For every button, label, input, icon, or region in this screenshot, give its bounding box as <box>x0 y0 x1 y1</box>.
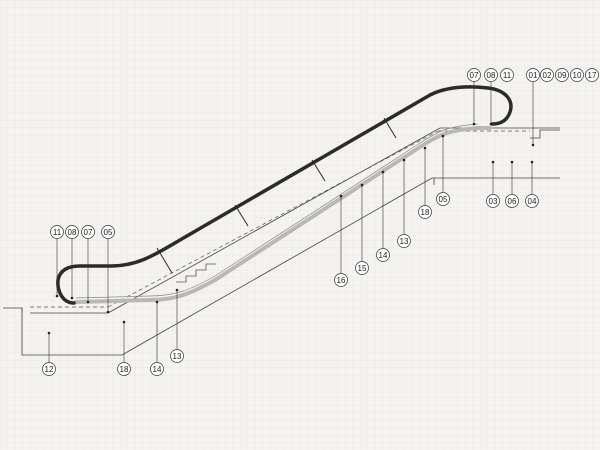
svg-text:17: 17 <box>588 71 597 80</box>
callout-label: 13 <box>397 234 411 248</box>
svg-text:15: 15 <box>358 264 367 273</box>
svg-text:05: 05 <box>104 228 113 237</box>
callout-label: 05 <box>436 192 450 206</box>
callout-label: 08 <box>484 68 498 82</box>
callout-label: 08 <box>65 225 79 239</box>
callout-label: 01 <box>526 68 540 82</box>
svg-text:11: 11 <box>53 228 62 237</box>
callout-label: 06 <box>505 194 519 208</box>
truss-top-line <box>107 127 441 314</box>
callout-label: 07 <box>467 68 481 82</box>
handrail <box>56 85 513 305</box>
callout-label: 14 <box>150 362 164 376</box>
callout-label: 14 <box>376 248 390 262</box>
callout-label: 17 <box>585 68 599 82</box>
svg-text:11: 11 <box>503 71 512 80</box>
callout-label: 11 <box>50 225 64 239</box>
callout-labels: 07 08 11 01 02 09 10 17 11 08 07 05 16 1… <box>42 68 599 376</box>
svg-text:02: 02 <box>543 71 552 80</box>
svg-text:12: 12 <box>45 365 54 374</box>
callout-label: 18 <box>117 362 131 376</box>
callout-label: 13 <box>170 349 184 363</box>
balustrade-skirt <box>74 126 492 304</box>
callout-label: 11 <box>500 68 514 82</box>
svg-text:14: 14 <box>153 365 162 374</box>
svg-text:13: 13 <box>400 237 409 246</box>
visible-steps <box>176 263 216 283</box>
svg-text:13: 13 <box>173 352 182 361</box>
callout-label: 15 <box>355 261 369 275</box>
svg-text:07: 07 <box>84 228 93 237</box>
step-treads <box>176 263 216 283</box>
callout-label: 07 <box>81 225 95 239</box>
svg-text:14: 14 <box>379 251 388 260</box>
callout-label: 10 <box>570 68 584 82</box>
balustrade-inner-edge <box>75 123 479 299</box>
svg-text:18: 18 <box>421 208 430 217</box>
svg-text:07: 07 <box>470 71 479 80</box>
svg-text:18: 18 <box>120 365 129 374</box>
callout-label: 18 <box>418 205 432 219</box>
svg-text:01: 01 <box>529 71 538 80</box>
callout-label: 12 <box>42 362 56 376</box>
svg-text:16: 16 <box>337 276 346 285</box>
callout-label: 04 <box>525 194 539 208</box>
svg-text:09: 09 <box>558 71 567 80</box>
svg-text:04: 04 <box>528 197 537 206</box>
upper-pit-step <box>530 129 560 139</box>
callout-label: 09 <box>555 68 569 82</box>
callout-label: 16 <box>334 273 348 287</box>
svg-text:05: 05 <box>439 195 448 204</box>
callout-label: 03 <box>486 194 500 208</box>
svg-text:08: 08 <box>487 71 496 80</box>
callout-label: 02 <box>540 68 554 82</box>
svg-text:03: 03 <box>489 197 498 206</box>
leader-dots <box>47 122 535 335</box>
svg-text:08: 08 <box>68 228 77 237</box>
balustrade-posts <box>156 117 397 274</box>
leader-lines <box>48 82 534 362</box>
callout-label: 05 <box>101 225 115 239</box>
truss-bottom-line <box>3 177 560 356</box>
svg-text:10: 10 <box>573 71 582 80</box>
truss-structure <box>3 127 560 356</box>
svg-text:06: 06 <box>508 197 517 206</box>
